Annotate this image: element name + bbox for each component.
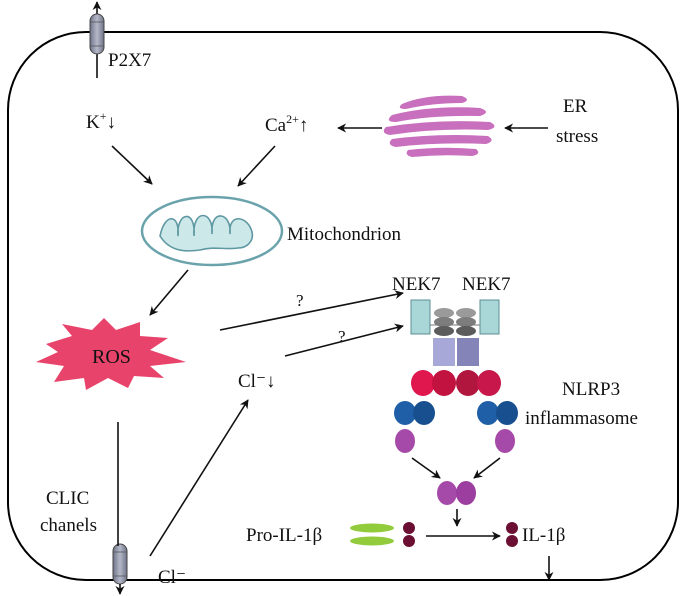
arrow-k-to-mito: [111, 145, 153, 185]
mitochondrion-icon: [140, 195, 284, 267]
p2x7-channel: [89, 1, 105, 78]
chloride-efflux-label: Cl⁻↓: [238, 371, 275, 392]
clic-label-line1: CLIC: [46, 488, 89, 509]
potassium-efflux-label: K+↓: [86, 109, 116, 133]
pro-il1b-icon: [350, 522, 415, 547]
er-stress-line2: stress: [556, 126, 598, 147]
arrow-cl-to-nek7: [284, 323, 404, 357]
nlrp3-label-line1: NLRP3: [562, 379, 620, 400]
il1b-label: IL-1β: [522, 525, 565, 546]
pro-il1b-label: Pro-IL-1β: [246, 525, 322, 546]
cell-membrane: [7, 31, 679, 581]
nlrp3-inflammasome: [394, 299, 518, 505]
ros-label: ROS: [92, 346, 131, 368]
pathway-arrows: [111, 123, 554, 595]
clic-label-line2: chanels: [40, 515, 97, 536]
arrow-mito-to-ros: [149, 269, 189, 316]
arrow-ros-to-nek7: [219, 290, 404, 331]
nek7-right-label: NEK7: [462, 274, 511, 295]
ros-starburst: [36, 318, 186, 390]
endoplasmic-reticulum: [383, 95, 495, 157]
er-stress-line1: ER: [563, 96, 588, 117]
question-mark-ros: ?: [296, 291, 304, 310]
clic-channel: [112, 543, 128, 585]
calcium-label: Ca2+↑: [265, 112, 308, 136]
arrow-clic-to-cl: [149, 399, 249, 557]
arrow-casp-left-to-dimer: [411, 457, 441, 479]
arrow-casp-right-to-dimer: [473, 457, 501, 479]
mitochondrion-label: Mitochondrion: [287, 224, 401, 245]
p2x7-label: P2X7: [108, 50, 151, 71]
il1b-icon: [506, 522, 518, 547]
nlrp3-label-line2: inflammasome: [525, 408, 638, 429]
arrow-ca-to-mito: [237, 145, 276, 187]
nek7-left-label: NEK7: [392, 274, 441, 295]
chloride-out-label: Cl⁻: [158, 567, 186, 588]
question-mark-cl: ?: [338, 327, 346, 346]
